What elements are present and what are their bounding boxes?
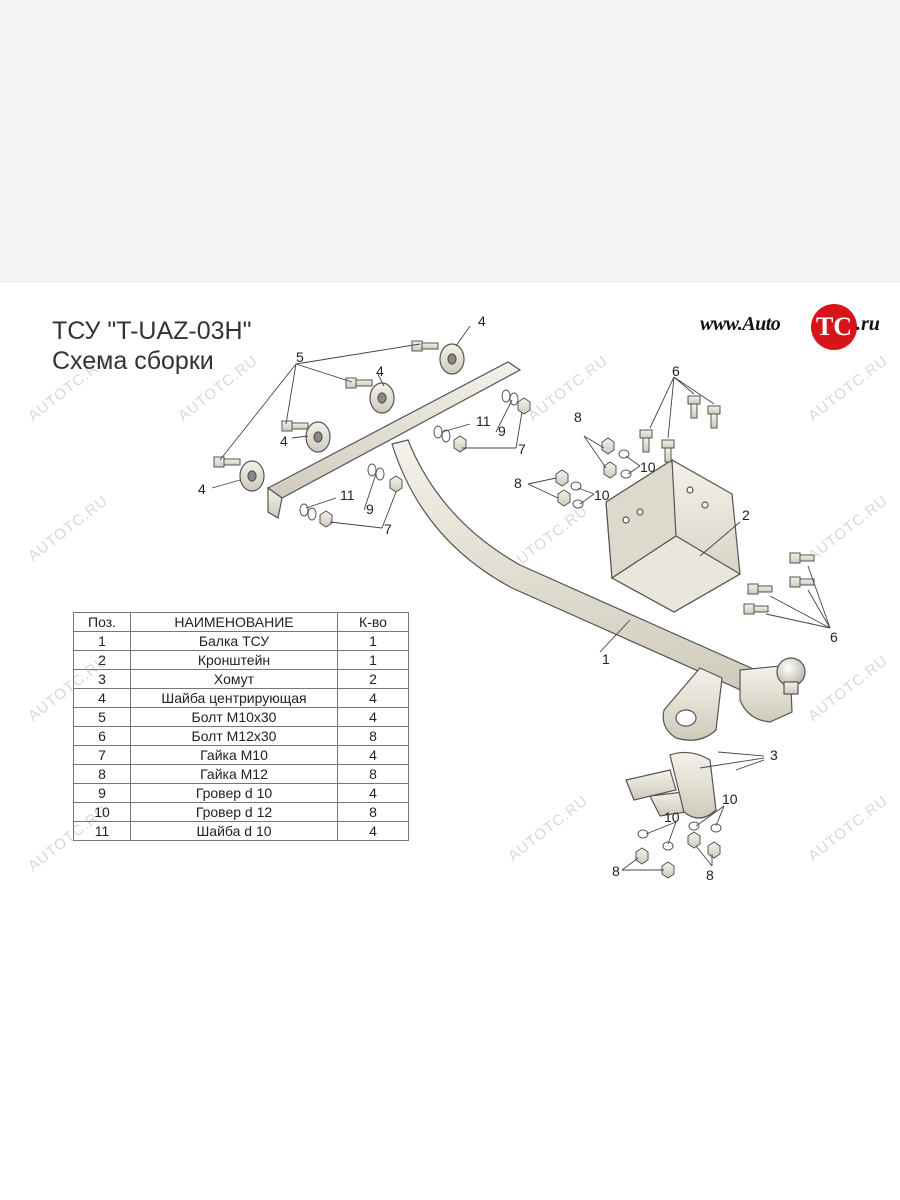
header-qty: К-во [337,612,409,632]
bolts-m10 [213,340,439,468]
callout-4: 4 [478,313,486,329]
website-logo: www.Auto TC .ru [700,304,890,360]
cell-qty: 8 [337,764,409,784]
callout-4: 4 [376,363,384,379]
cell-name: Гровер d 10 [130,783,338,803]
callout-6: 6 [830,629,838,645]
callout-9: 9 [366,501,374,517]
callout-10: 10 [640,459,656,475]
callout-labels: 4 4 4 4 5 6 6 2 1 3 8 8 8 8 10 10 10 10 … [198,313,838,883]
callout-9: 9 [498,423,506,439]
cell-qty: 4 [337,745,409,765]
cell-pos: 5 [73,707,131,727]
page-title: ТСУ "T-UAZ-03H" Схема сборки [52,316,251,376]
website-prefix: www.Auto [700,313,781,335]
cell-name: Гайка М10 [130,745,338,765]
callout-2: 2 [742,507,750,523]
cell-pos: 6 [73,726,131,746]
cell-pos: 4 [73,688,131,708]
cell-name: Гайка М12 [130,764,338,784]
cell-name: Болт М10х30 [130,707,338,727]
callout-8: 8 [574,409,582,425]
centering-washers [239,343,465,492]
cell-pos: 11 [73,821,131,841]
header-pos: Поз. [73,612,131,632]
cell-pos: 10 [73,802,131,822]
cell-qty: 1 [337,650,409,670]
assembly-diagram: 4 4 4 4 5 6 6 2 1 3 8 8 8 8 10 10 10 10 … [198,313,838,883]
callout-4: 4 [280,433,288,449]
cell-qty: 4 [337,688,409,708]
cell-qty: 2 [337,669,409,689]
table-header-row: Поз. НАИМЕНОВАНИЕ К-во [73,612,409,632]
callout-10: 10 [722,791,738,807]
cell-pos: 2 [73,650,131,670]
website-suffix: .ru [856,313,880,335]
leader-lines [211,325,831,871]
bolts-m12 [639,395,815,615]
cell-pos: 3 [73,669,131,689]
cell-pos: 9 [73,783,131,803]
cell-pos: 7 [73,745,131,765]
title-model: ТСУ "T-UAZ-03H" [52,317,252,345]
cell-qty: 4 [337,707,409,727]
callout-11: 11 [340,487,355,503]
top-blank-band [0,0,900,283]
logo-circle: TC [811,304,857,350]
cell-name: Шайба d 10 [130,821,338,841]
cell-name: Балка ТСУ [130,631,338,651]
cell-pos: 8 [73,764,131,784]
header-name: НАИМЕНОВАНИЕ [130,612,338,632]
callout-1: 1 [602,651,610,667]
callout-8: 8 [612,863,620,879]
callout-6: 6 [672,363,680,379]
callout-8: 8 [514,475,522,491]
cell-name: Гровер d 12 [130,802,338,822]
callout-7: 7 [384,521,392,537]
title-subtitle: Схема сборки [52,347,214,375]
cell-qty: 8 [337,726,409,746]
cell-qty: 8 [337,802,409,822]
callout-3: 3 [770,747,778,763]
callout-5: 5 [296,349,304,365]
cell-qty: 1 [337,631,409,651]
clamp [625,751,717,819]
cell-name: Хомут [130,669,338,689]
cell-name: Шайба центрирующая [130,688,338,708]
tow-bar [391,439,806,741]
callout-7: 7 [518,441,526,457]
callout-4: 4 [198,481,206,497]
cross-beam [266,361,522,519]
callout-10: 10 [664,809,680,825]
cell-pos: 1 [73,631,131,651]
bracket [605,458,742,613]
callout-11: 11 [476,413,491,429]
cell-qty: 4 [337,821,409,841]
callout-10: 10 [594,487,610,503]
cell-name: Болт М12х30 [130,726,338,746]
callout-8: 8 [706,867,714,883]
nuts-and-washers [299,389,722,879]
cell-qty: 4 [337,783,409,803]
cell-name: Кронштейн [130,650,338,670]
